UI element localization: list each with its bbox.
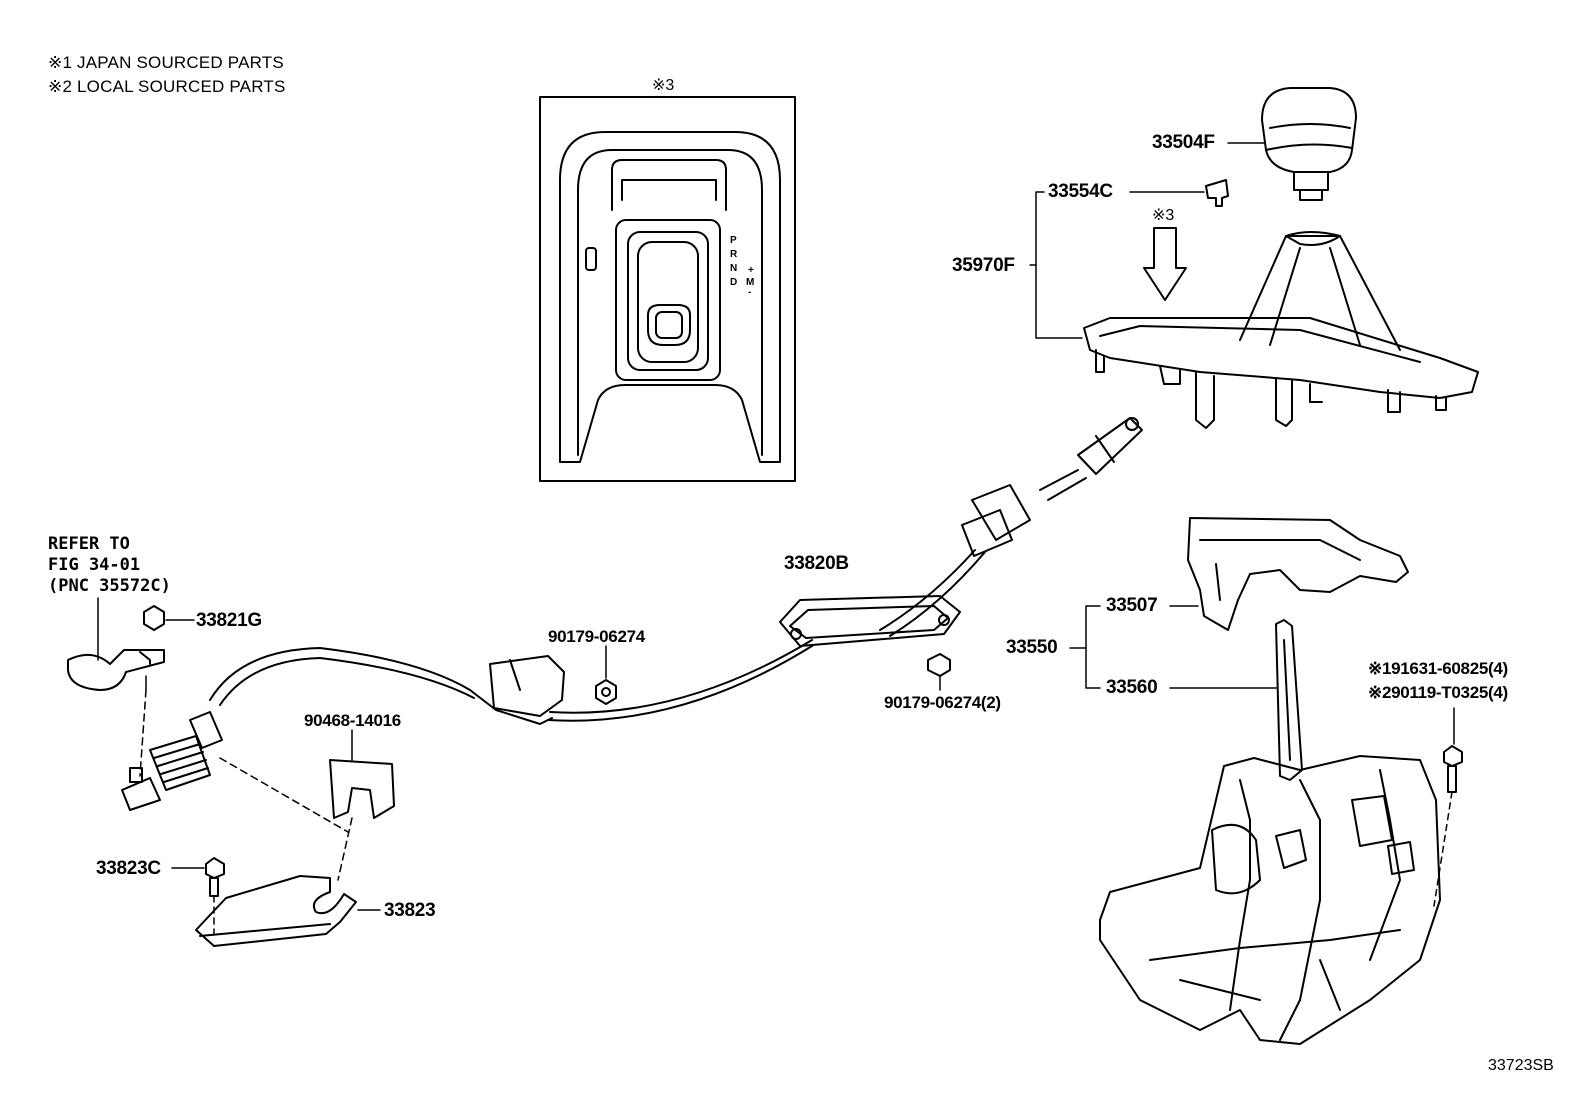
gate-letter-plus: + <box>748 265 754 276</box>
label-bolt-2: ※290119-T0325(4) <box>1368 683 1508 702</box>
cable-clamp <box>67 597 165 777</box>
gate-letter-minus: - <box>748 287 752 298</box>
label-33504f: 33504F <box>1152 132 1215 153</box>
diagram-code: 33723SB <box>1488 1057 1554 1074</box>
clamp-nut <box>143 605 195 631</box>
label-90179-06274: 90179-06274 <box>548 627 645 646</box>
label-33820b: 33820B <box>784 553 849 574</box>
shifter-assy-leaders <box>1069 605 1279 689</box>
label-33821g: 33821G <box>196 610 262 631</box>
nut-a <box>595 645 617 705</box>
view-arrow <box>1143 227 1187 301</box>
note-local-sourced: ※2 LOCAL SOURCED PARTS <box>48 77 286 96</box>
base-bolt <box>1433 707 1463 907</box>
label-90468-14016: 90468-14016 <box>304 711 401 730</box>
gate-letter-n: N <box>730 263 738 274</box>
arrow-mark: ※3 <box>1152 207 1175 224</box>
refer-line-3: (PNC 35572C) <box>48 576 171 596</box>
refer-line-2: FIG 34-01 <box>48 555 141 575</box>
label-33560: 33560 <box>1106 677 1158 698</box>
shift-knob <box>1227 87 1357 201</box>
label-33550: 33550 <box>1006 637 1058 658</box>
retainer-clip <box>329 729 395 819</box>
gate-letter-m: M <box>746 277 755 288</box>
shifter-base <box>1099 755 1441 1045</box>
nut-b <box>927 653 951 691</box>
label-33823: 33823 <box>384 900 436 921</box>
shift-cable <box>121 417 1143 811</box>
clip-part <box>1129 179 1229 207</box>
note-japan-sourced: ※1 JAPAN SOURCED PARTS <box>48 53 284 72</box>
gate-letter-p: P <box>730 235 737 246</box>
label-90179-06274-2: 90179-06274(2) <box>884 693 1001 712</box>
gate-letter-r: R <box>730 249 738 260</box>
label-35970f: 35970F <box>952 255 1015 276</box>
gate-letter-d: D <box>730 277 738 288</box>
label-33823c: 33823C <box>96 858 161 879</box>
shifter-housing <box>1187 517 1409 631</box>
refer-line-1: REFER TO <box>48 534 130 554</box>
bracket-bolt <box>171 857 225 937</box>
inset-mark: ※3 <box>652 77 675 94</box>
cable-bracket <box>195 875 381 947</box>
label-bolt-1: ※191631-60825(4) <box>1368 659 1508 678</box>
shift-lever <box>1275 619 1303 781</box>
label-33554c: 33554C <box>1048 181 1113 202</box>
bezel-leader <box>1035 191 1083 339</box>
console-bezel <box>1083 231 1479 429</box>
label-33507: 33507 <box>1106 595 1158 616</box>
inset-console-view <box>539 96 796 482</box>
